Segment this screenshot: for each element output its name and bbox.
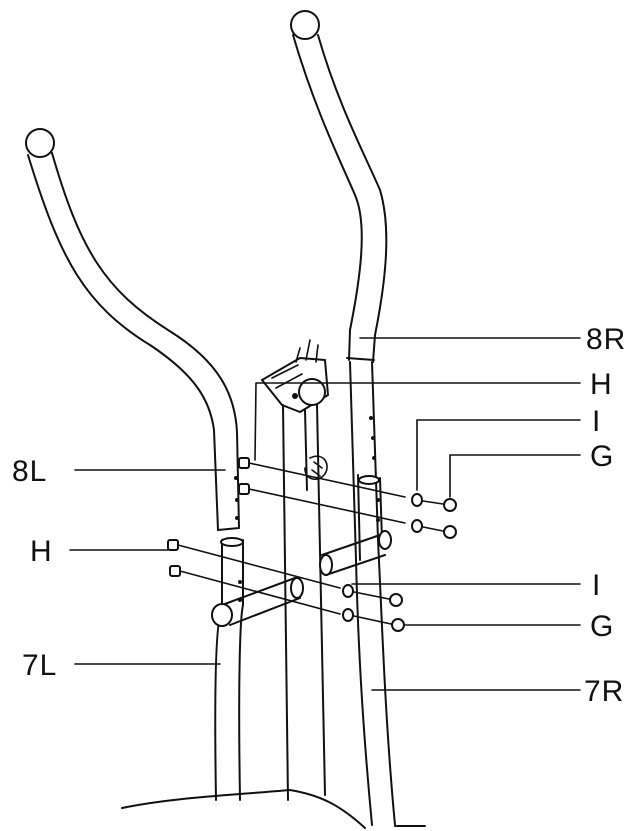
label-7R: 7R — [584, 675, 624, 708]
label-H-left: H — [30, 535, 53, 568]
right-cross-tube — [319, 530, 392, 576]
label-G-top: G — [590, 440, 614, 473]
label-I-top: I — [592, 405, 601, 438]
lower-bolt-set — [167, 539, 405, 632]
label-H-top: H — [590, 368, 613, 401]
label-8L: 8L — [12, 455, 47, 488]
right-grip-cap — [290, 10, 320, 40]
leader-H-top — [254, 382, 581, 461]
right-upright-7R — [349, 361, 396, 826]
label-8R: 8R — [586, 323, 626, 356]
left-handlebar-8L — [25, 128, 240, 531]
base-outline — [121, 789, 366, 829]
callout-leaders — [69, 337, 581, 691]
left-cross-tube — [211, 577, 304, 627]
left-grip-cap — [25, 128, 55, 158]
upper-bolt-set — [238, 457, 457, 539]
label-I-mid: I — [592, 569, 601, 602]
label-7L: 7L — [22, 649, 57, 682]
right-handlebar-8R — [290, 10, 388, 363]
console-bracket — [261, 339, 329, 413]
left-upright-7L — [214, 537, 244, 801]
leader-I-top — [416, 419, 581, 491]
label-G-mid: G — [590, 610, 614, 643]
leader-G-top — [449, 454, 581, 498]
